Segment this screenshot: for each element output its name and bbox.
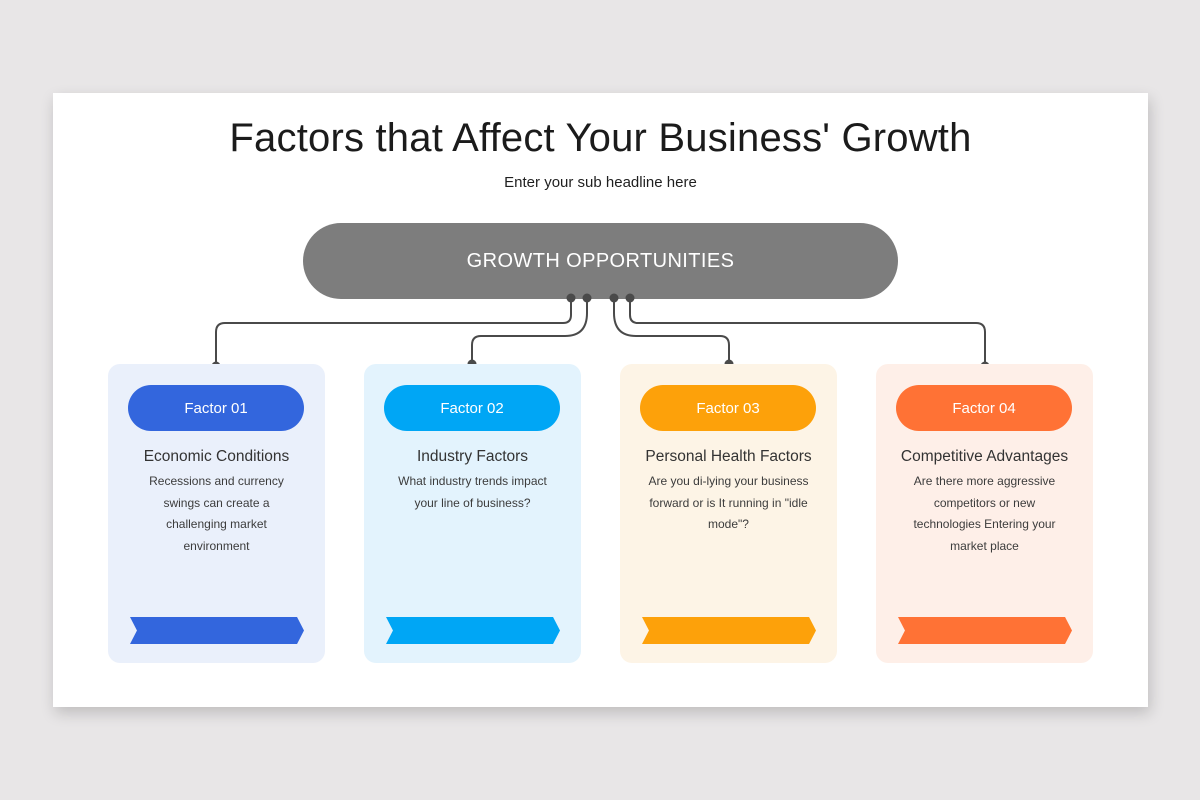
chevron-arrow-icon bbox=[130, 617, 304, 644]
hub-label: GROWTH OPPORTUNITIES bbox=[466, 249, 735, 272]
factor-pill-03: Factor 03 bbox=[640, 385, 816, 431]
factor-heading: Economic Conditions bbox=[143, 448, 290, 465]
factor-heading: Industry Factors bbox=[416, 448, 529, 465]
factor-pill-label: Factor 03 bbox=[696, 399, 760, 417]
factor-card-02: Factor 02 Industry Factors What industry… bbox=[364, 364, 581, 663]
factor-card-03: Factor 03 Personal Health Factors Are yo… bbox=[620, 364, 837, 663]
factor-pill-04: Factor 04 bbox=[896, 385, 1072, 431]
growth-opportunities-hub: GROWTH OPPORTUNITIES bbox=[303, 223, 898, 299]
connector-factor-02 bbox=[471, 298, 588, 363]
factor-card-04: Factor 04 Competitive Advantages Are the… bbox=[876, 364, 1093, 663]
factor-pill-label: Factor 02 bbox=[440, 399, 504, 417]
factor-pill-label: Factor 04 bbox=[952, 399, 1016, 417]
factor-heading: Personal Health Factors bbox=[645, 448, 812, 465]
factor-pill-02: Factor 02 bbox=[384, 385, 560, 431]
slide-subtitle: Enter your sub headline here bbox=[504, 174, 697, 191]
factor-description: Are there more aggressive competitors or… bbox=[913, 474, 1056, 553]
chevron-arrow-icon bbox=[386, 617, 560, 644]
connector-factor-01 bbox=[215, 298, 572, 365]
factor-description: What industry trends impact your line of… bbox=[398, 474, 547, 510]
chevron-arrow-icon bbox=[642, 617, 816, 644]
connector-factor-04 bbox=[629, 298, 986, 365]
factor-pill-01: Factor 01 bbox=[128, 385, 304, 431]
factor-heading: Competitive Advantages bbox=[900, 448, 1069, 465]
factor-pill-label: Factor 01 bbox=[184, 399, 248, 417]
chevron-arrow-icon bbox=[898, 617, 1072, 644]
factor-description: Recessions and currency swings can creat… bbox=[149, 474, 284, 553]
slide-title: Factors that Affect Your Business' Growt… bbox=[229, 116, 972, 160]
factor-card-01: Factor 01 Economic Conditions Recessions… bbox=[108, 364, 325, 663]
connector-factor-03 bbox=[613, 298, 730, 363]
slide: Factors that Affect Your Business' Growt… bbox=[53, 93, 1148, 707]
factor-description: Are you di-lying your business forward o… bbox=[648, 474, 809, 531]
